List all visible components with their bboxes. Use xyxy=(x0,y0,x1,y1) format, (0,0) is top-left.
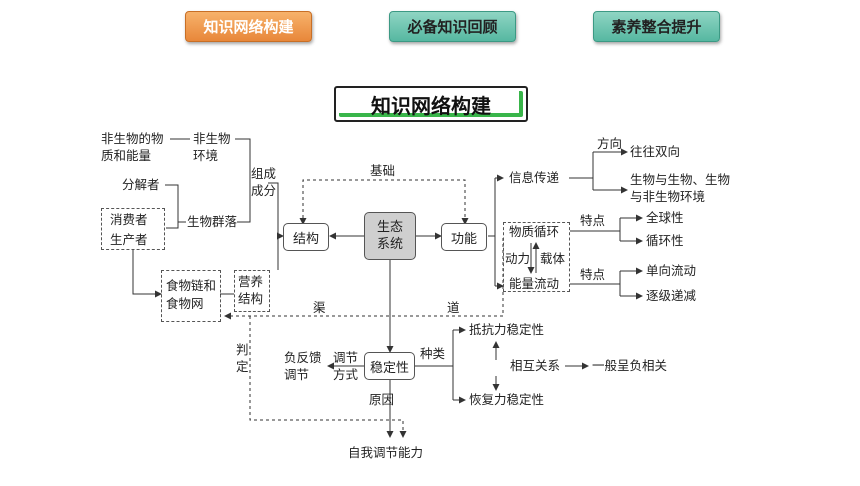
direction-label: 方向 xyxy=(597,136,623,151)
cyclic-label: 循环性 xyxy=(646,233,684,248)
oneway-flow-label: 单向流动 xyxy=(646,263,697,278)
resistance-stability-label: 抵抗力稳定性 xyxy=(469,322,545,337)
nonbio-matter-label: 非生物的物质和能量 xyxy=(101,131,164,163)
channel-label-2: 道 xyxy=(447,300,460,315)
ecosystem-node: 生态系统 xyxy=(364,212,416,260)
feature-label-2: 特点 xyxy=(580,267,606,282)
stability-node: 稳定性 xyxy=(364,352,415,380)
structure-node: 结构 xyxy=(283,223,329,251)
cause-label: 原因 xyxy=(369,392,395,407)
nonbio-env-label: 非生物环境 xyxy=(193,131,231,163)
global-label: 全球性 xyxy=(646,210,684,225)
energy-flow-label: 能量流动 xyxy=(509,276,560,291)
channel-label-1: 渠 xyxy=(313,300,326,315)
negative-feedback-label: 负反馈调节 xyxy=(284,350,322,382)
composition-label: 组成成分 xyxy=(251,166,277,198)
trophic-box xyxy=(234,270,270,312)
power-label: 动力 xyxy=(505,251,531,266)
judge-label: 判定 xyxy=(236,342,249,374)
section-title: 知识网络构建 xyxy=(334,86,528,122)
community-label: 生物群落 xyxy=(187,214,238,229)
material-cycle-label: 物质循环 xyxy=(509,224,560,239)
producer-label: 生产者 xyxy=(110,232,148,247)
tab-knowledge-network[interactable]: 知识网络构建 xyxy=(185,11,312,42)
feature-label-1: 特点 xyxy=(580,213,606,228)
regulation-mode-label: 调节方式 xyxy=(333,350,359,382)
decomposer-label: 分解者 xyxy=(122,177,160,192)
carrier-label: 载体 xyxy=(540,251,566,266)
foodweb-label: 食物链和食物网 xyxy=(166,278,217,311)
basis-label: 基础 xyxy=(370,163,396,178)
function-node: 功能 xyxy=(441,223,487,251)
material-energy-box xyxy=(503,222,570,292)
info-transfer-label: 信息传递 xyxy=(509,170,560,185)
types-label: 种类 xyxy=(420,346,446,361)
decreasing-label: 逐级递减 xyxy=(646,288,697,303)
info-targets-label: 生物与生物、生物与非生物环境 xyxy=(630,172,731,204)
tab-literacy-integration[interactable]: 素养整合提升 xyxy=(593,11,720,42)
negative-correlation-label: 一般呈负相关 xyxy=(592,358,668,373)
relation-label: 相互关系 xyxy=(510,358,561,373)
tab-essential-knowledge[interactable]: 必备知识回顾 xyxy=(389,11,516,42)
bidirectional-label: 往往双向 xyxy=(630,144,681,159)
foodweb-box xyxy=(161,270,221,322)
trophic-label: 营养结构 xyxy=(238,274,264,306)
resilience-stability-label: 恢复力稳定性 xyxy=(469,392,545,407)
self-regulation-label: 自我调节能力 xyxy=(348,445,424,460)
consumer-label: 消费者 xyxy=(110,212,148,227)
consumer-producer-box xyxy=(101,208,165,250)
